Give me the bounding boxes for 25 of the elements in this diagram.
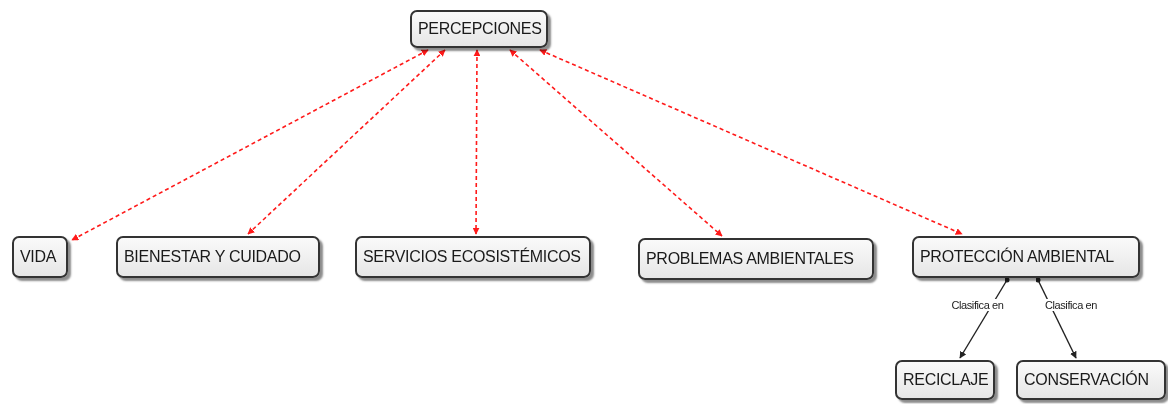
concept-box bbox=[410, 10, 548, 48]
concept-label: VIDA bbox=[20, 248, 57, 266]
arrow bbox=[71, 49, 429, 241]
concept-box bbox=[355, 236, 591, 278]
edge-label: Clasifica en bbox=[950, 299, 1005, 311]
arrow bbox=[539, 49, 963, 235]
edge-label: Clasifica en bbox=[1043, 299, 1099, 311]
concept-box bbox=[638, 238, 874, 280]
concept-box bbox=[912, 236, 1140, 278]
concept-box bbox=[1016, 360, 1166, 400]
concept-label: SERVICIOS ECOSISTÉMICOS bbox=[363, 248, 581, 266]
arrow bbox=[509, 49, 723, 237]
arrow bbox=[247, 49, 446, 235]
concept-label: PROBLEMAS AMBIENTALES bbox=[646, 250, 854, 268]
arrow bbox=[959, 277, 1010, 359]
concept-box bbox=[12, 236, 68, 278]
concept-label: CONSERVACIÓN bbox=[1024, 371, 1149, 389]
concept-label: RECICLAJE bbox=[903, 371, 989, 389]
concept-box bbox=[116, 236, 320, 278]
concept-label: BIENESTAR Y CUIDADO bbox=[124, 248, 301, 266]
concept-label: PROTECCIÓN AMBIENTAL bbox=[920, 248, 1114, 266]
arrow bbox=[1035, 277, 1077, 359]
concept-label: PERCEPCIONES bbox=[418, 20, 542, 38]
arrow bbox=[472, 49, 481, 235]
concept-box bbox=[895, 360, 995, 400]
